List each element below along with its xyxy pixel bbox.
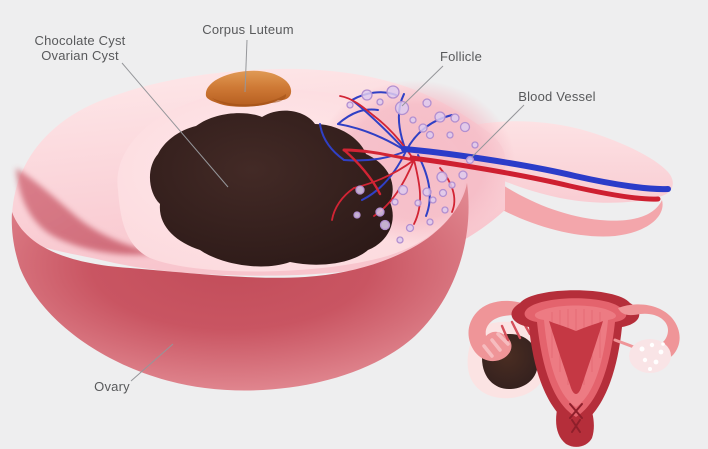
follicles-group	[346, 85, 479, 244]
artery-trunk	[409, 155, 661, 202]
leader-line-ovary	[130, 343, 174, 382]
leader-lines	[121, 39, 525, 382]
ovary-body-wall	[11, 183, 469, 391]
label-ovary: Ovary	[94, 379, 130, 394]
label-chocolate-cyst-line2: Ovarian Cyst	[41, 48, 119, 63]
uterus-inset	[467, 290, 680, 447]
leader-line-follicle	[401, 65, 444, 107]
ovary-inner-wall-shading	[16, 168, 160, 255]
leader-line-blood-vessel	[471, 104, 525, 158]
inset-uterine-cavity	[549, 321, 603, 394]
label-chocolate-cyst: Chocolate Cyst Ovarian Cyst	[18, 33, 142, 63]
label-corpus-luteum: Corpus Luteum	[202, 22, 294, 37]
leader-line-corpus-luteum	[244, 39, 248, 93]
inset-right-ovary	[629, 339, 671, 373]
inset-left-fallopian-tube	[468, 300, 538, 362]
label-chocolate-cyst-line1: Chocolate Cyst	[34, 33, 126, 48]
inset-follicle-dots	[639, 342, 665, 371]
corpus-luteum-shape	[205, 70, 292, 107]
ovary-illustration	[11, 68, 673, 391]
label-follicle: Follicle	[439, 49, 483, 64]
label-blood-vessel: Blood Vessel	[518, 89, 596, 104]
vein-trunk	[401, 146, 671, 193]
inset-cervical-canal	[569, 403, 583, 433]
leader-line-chocolate-cyst	[121, 62, 229, 188]
